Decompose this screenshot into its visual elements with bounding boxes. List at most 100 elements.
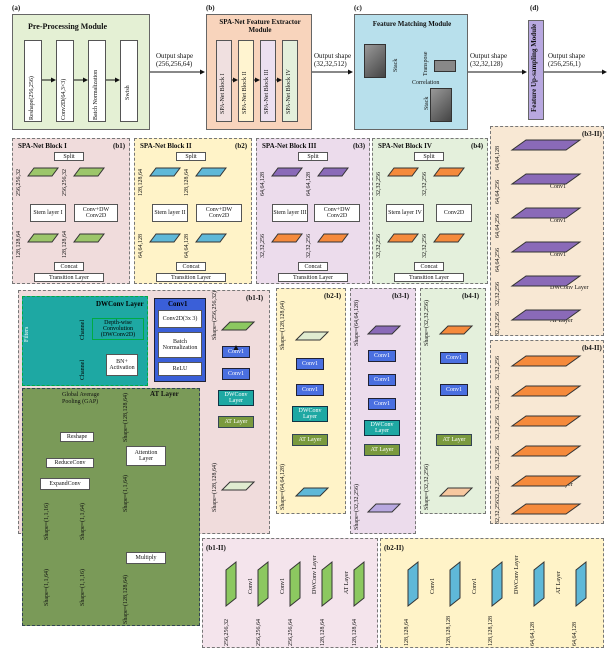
block-4-split: Split <box>414 152 444 161</box>
b3i-layer-2: Conv1 <box>368 374 396 386</box>
spanet-block-3 <box>260 40 276 122</box>
b3ii-op-5: AT Layer <box>550 318 573 324</box>
output-shape-3: Output shape (32,32,128) <box>470 52 508 68</box>
at-gap: Global Average Pooling (GAP) <box>62 392 100 405</box>
output-shape-2: Output shape (32,32,512) <box>314 52 352 68</box>
block-4-transition: Transition Layer <box>394 273 464 282</box>
tag-b3i: (b3-I) <box>392 292 410 300</box>
b2i-layer-2: Conv1 <box>296 384 324 396</box>
tag-b2: (b2) <box>235 142 248 150</box>
block-4-stem: Stem layer IV <box>386 204 424 222</box>
dwconv-depthwise: Depth-wise Convolution (DWConv2D) <box>92 318 144 340</box>
block-1-transition: Transition Layer <box>34 273 104 282</box>
tag-b3: (b3) <box>353 142 366 150</box>
block-2-split: Split <box>176 152 206 161</box>
tag-b1i: (b1-I) <box>246 294 264 302</box>
block-3-conv: Conv+DW Conv2D <box>314 204 360 222</box>
fm-correlation-label: Correlation <box>412 80 440 86</box>
at-reduce: ReduceConv <box>46 458 94 468</box>
b1ii-slabs <box>225 560 365 608</box>
output-shape-4: Output shape (256,256,1) <box>548 52 586 68</box>
b1i-layer-3: DWConv Layer <box>218 390 254 406</box>
at-multiply: Multiply <box>126 552 166 564</box>
preproc-step-2 <box>56 40 74 122</box>
tag-b1ii: (b1-II) <box>206 544 226 552</box>
tag-b4i: (b4-I) <box>462 292 480 300</box>
block-4-conv: Conv2D <box>436 204 472 222</box>
b3ii-op-3: Conv1 <box>550 252 567 258</box>
b4i-layer-1: Conv1 <box>440 352 468 364</box>
b1i-layer-2: Conv1 <box>222 368 250 380</box>
block-4-title: SPA-Net Block IV <box>378 142 432 150</box>
block-1-stem: Stem layer I <box>30 204 66 222</box>
b2i-layer-4: AT Layer <box>292 434 328 446</box>
b4ii-panel <box>490 340 604 524</box>
b3ii-panel <box>490 126 604 336</box>
output-shape-1: Output shape (256,256,64) <box>156 52 194 68</box>
dwconv-title: DWConv Layer <box>96 300 144 308</box>
b2ii-slabs <box>407 560 587 608</box>
tag-b: (b) <box>206 4 215 12</box>
at-expand: ExpandConv <box>40 478 90 490</box>
tag-b2i: (b2-I) <box>324 292 342 300</box>
at-attention: Attention Layer <box>126 446 166 466</box>
b3ii-op-2: Conv1 <box>550 218 567 224</box>
tag-b3ii: (b3-II) <box>582 130 602 138</box>
spanet-block-1 <box>216 40 232 122</box>
b3i-layer-4: DWConv Layer <box>364 420 400 436</box>
tag-b4ii: (b4-II) <box>582 344 602 352</box>
b1i-layer-4: AT Layer <box>218 416 254 428</box>
block-3-title: SPA-Net Block III <box>262 142 317 150</box>
block-2-concat: Concat <box>176 262 206 271</box>
preproc-title: Pre-Processing Module <box>28 22 108 31</box>
at-reshape: Reshape <box>60 432 94 442</box>
tag-c: (c) <box>354 4 362 12</box>
block-3-split: Split <box>298 152 328 161</box>
preproc-step-3 <box>88 40 106 122</box>
block-2-transition: Transition Layer <box>156 273 226 282</box>
dwconv-bn: BN+ Activation <box>106 354 138 376</box>
b3i-layer-3: Conv1 <box>368 398 396 410</box>
block-1-concat: Concat <box>54 262 84 271</box>
b3ii-op-1: Conv1 <box>550 184 567 190</box>
b3ii-slabs <box>510 139 582 321</box>
conv1-item-3: ReLU <box>158 362 202 376</box>
block-slabs <box>27 167 465 243</box>
b2i-panel <box>276 288 346 514</box>
b4i-layer-2: Conv1 <box>440 384 468 396</box>
block-2-stem: Stem layer II <box>152 204 188 222</box>
fm-stack-1-shape <box>364 44 386 78</box>
spanet-title: SPA-Net Feature Extractor Module <box>219 18 301 34</box>
block-1-split: Split <box>54 152 84 161</box>
tag-b4: (b4) <box>471 142 484 150</box>
conv1-title: Conv1 <box>168 300 188 308</box>
b3i-layer-5: AT Layer <box>364 444 400 456</box>
block-2-conv: Conv+DW Conv2D <box>196 204 242 222</box>
conv1-item-2: Batch Normalization <box>158 332 202 358</box>
block-1-title: SPA-Net Block I <box>18 142 67 150</box>
fm-block-shape <box>434 60 456 72</box>
tag-d: (d) <box>530 4 539 12</box>
block-3-concat: Concat <box>298 262 328 271</box>
spanet-block-2 <box>238 40 254 122</box>
b3ii-op-4: DWConv Layer <box>550 285 589 291</box>
spanet-block-4 <box>282 40 298 122</box>
fm-stack-2-shape <box>430 88 452 122</box>
at-title: AT Layer <box>150 390 179 398</box>
tag-a: (a) <box>12 4 21 12</box>
preproc-step-1 <box>24 40 42 122</box>
block-1-conv: Conv+DW Conv2D <box>74 204 118 222</box>
preproc-step-4 <box>120 40 138 122</box>
b3i-layer-1: Conv1 <box>368 350 396 362</box>
tag-b2ii: (b2-II) <box>384 544 404 552</box>
block-4-concat: Concat <box>414 262 444 271</box>
block-2-title: SPA-Net Block II <box>140 142 192 150</box>
tag-b1: (b1) <box>113 142 126 150</box>
conv1-item-1: Conv2D(3x 3) <box>158 310 202 328</box>
block-3-transition: Transition Layer <box>278 273 348 282</box>
b4i-layer-3: AT Layer <box>436 434 472 446</box>
b4ii-slabs <box>510 355 582 515</box>
b2i-layer-1: Conv1 <box>296 358 324 370</box>
